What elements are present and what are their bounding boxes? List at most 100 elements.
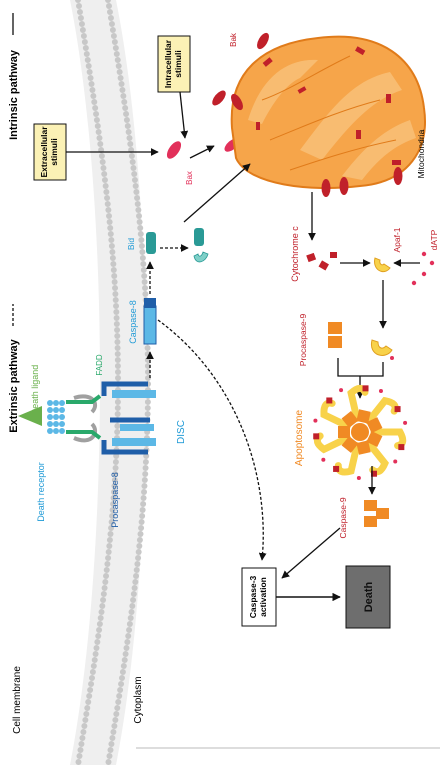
membrane-bead bbox=[136, 213, 143, 219]
membrane-bead bbox=[78, 21, 85, 27]
membrane-bead bbox=[112, 471, 119, 477]
membrane-bead bbox=[93, 645, 100, 651]
membrane-bead bbox=[124, 639, 131, 645]
tbid bbox=[193, 228, 209, 263]
death-box: Death bbox=[345, 565, 391, 629]
membrane-bead bbox=[130, 165, 137, 171]
membrane-bead bbox=[139, 255, 146, 261]
membrane-bead bbox=[123, 645, 130, 651]
membrane-bead bbox=[95, 633, 102, 639]
membrane-bead bbox=[108, 21, 115, 27]
membrane-bead bbox=[100, 591, 107, 597]
apoptosome-caspase9 bbox=[341, 436, 359, 453]
svg-text:Extracellular: Extracellular bbox=[39, 126, 49, 178]
membrane-bead bbox=[77, 747, 84, 753]
membrane-bead bbox=[89, 87, 96, 93]
membrane-bead bbox=[140, 495, 147, 501]
membrane-bead bbox=[112, 45, 119, 51]
membrane-bead bbox=[130, 591, 137, 597]
svg-text:dATP: dATP bbox=[429, 229, 439, 250]
membrane-bead bbox=[92, 651, 99, 657]
membrane-bead bbox=[139, 513, 146, 519]
mitochondrion: Bak Mitochondria bbox=[212, 32, 426, 197]
membrane-bead bbox=[113, 711, 120, 717]
membrane-bead bbox=[114, 705, 121, 711]
membrane-bead bbox=[88, 81, 95, 87]
membrane-bead bbox=[88, 675, 95, 681]
membrane-bead bbox=[86, 69, 93, 75]
svg-text:Caspase-8: Caspase-8 bbox=[128, 300, 138, 344]
membrane-bead bbox=[111, 483, 118, 489]
membrane-bead bbox=[119, 669, 126, 675]
membrane-bead bbox=[75, 0, 81, 3]
membrane-bead bbox=[135, 555, 142, 561]
membrane-bead bbox=[112, 297, 119, 303]
svg-text:Extrinsic pathway: Extrinsic pathway bbox=[8, 338, 20, 432]
membrane-bead bbox=[136, 537, 143, 543]
membrane-bead bbox=[114, 363, 121, 369]
membrane-bead bbox=[142, 291, 149, 297]
membrane-bead bbox=[129, 159, 136, 165]
membrane-bead bbox=[111, 723, 118, 729]
membrane-bead bbox=[109, 507, 116, 513]
membrane-bead bbox=[130, 597, 137, 603]
membrane-bead bbox=[132, 579, 139, 585]
membrane-bead bbox=[101, 585, 108, 591]
membrane-bead bbox=[76, 753, 83, 759]
membrane-bead bbox=[98, 153, 105, 159]
cytochrome-c: Cytochrome c bbox=[290, 226, 337, 282]
membrane-bead bbox=[85, 63, 92, 69]
membrane-bead bbox=[142, 459, 149, 465]
membrane-bead bbox=[80, 33, 87, 39]
membrane-bead bbox=[104, 195, 111, 201]
membrane-bead bbox=[124, 123, 131, 129]
membrane-bead bbox=[127, 141, 134, 147]
membrane-bead bbox=[120, 93, 127, 99]
membrane-bead bbox=[113, 303, 120, 309]
apoptosome-cytc bbox=[370, 470, 377, 477]
membrane-bead bbox=[99, 159, 106, 165]
svg-text:Cytochrome c: Cytochrome c bbox=[290, 226, 300, 282]
membrane-bead bbox=[138, 519, 145, 525]
membrane-bead bbox=[110, 33, 117, 39]
arrow-tbid-to-mito bbox=[183, 163, 251, 223]
membrane-bead bbox=[88, 681, 95, 687]
membrane-bead bbox=[141, 279, 148, 285]
svg-text:stimuli: stimuli bbox=[173, 50, 183, 77]
membrane-bead bbox=[112, 291, 119, 297]
membrane-bead bbox=[140, 501, 147, 507]
membrane-bead bbox=[133, 567, 140, 573]
membrane-bead bbox=[103, 189, 110, 195]
arrow-caspase9-to-caspase3 bbox=[281, 527, 341, 579]
apoptosome-datp bbox=[403, 420, 408, 425]
membrane-bead bbox=[90, 663, 97, 669]
apoptosome-cytc bbox=[333, 465, 340, 472]
membrane-bead bbox=[114, 339, 121, 345]
membrane-bead bbox=[132, 183, 139, 189]
membrane-bead bbox=[114, 57, 121, 63]
apoptosome-cytc bbox=[362, 385, 369, 392]
membrane-bead bbox=[107, 531, 114, 537]
membrane-bead bbox=[126, 627, 133, 633]
membrane-bead bbox=[137, 531, 144, 537]
membrane-bead bbox=[92, 105, 99, 111]
apoptosome-cytc bbox=[313, 433, 320, 440]
membrane-bead bbox=[81, 39, 88, 45]
membrane-bead bbox=[85, 699, 92, 705]
membrane-bead bbox=[138, 525, 145, 531]
membrane-bead bbox=[114, 399, 121, 405]
extracellular-stimuli-box: Extracellular stimuli bbox=[33, 123, 67, 181]
membrane-bead bbox=[118, 81, 125, 87]
intracellular-stimuli-box: Intracellular stimuli bbox=[157, 35, 191, 93]
svg-text:Bak: Bak bbox=[229, 32, 238, 47]
svg-text:Caspase-3: Caspase-3 bbox=[248, 575, 258, 618]
membrane-bead bbox=[127, 615, 134, 621]
svg-text:activation: activation bbox=[258, 577, 268, 617]
membrane-bead bbox=[126, 135, 133, 141]
membrane-bead bbox=[84, 705, 91, 711]
membrane-bead bbox=[87, 687, 94, 693]
apoptosome-hub bbox=[351, 423, 369, 441]
membrane-bead bbox=[97, 615, 104, 621]
membrane-bead bbox=[107, 747, 114, 753]
membrane-bead bbox=[141, 273, 148, 279]
